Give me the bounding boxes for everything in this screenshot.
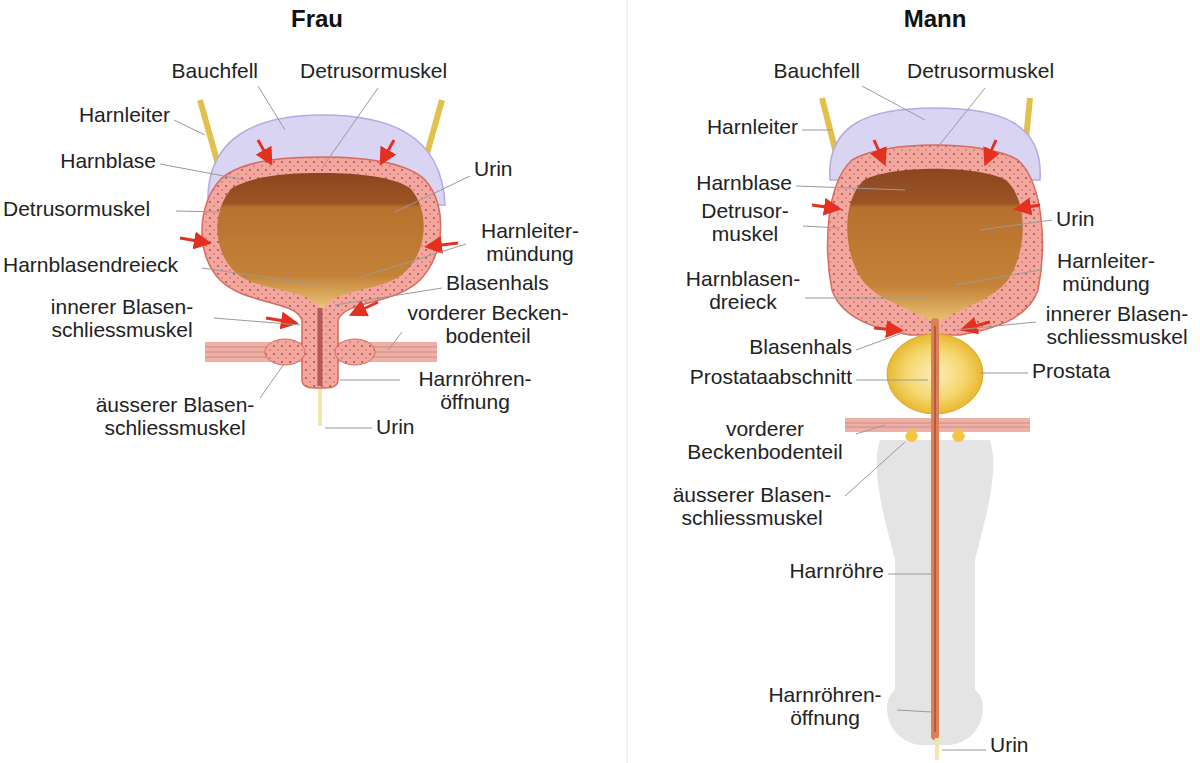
bladder-wall bbox=[828, 145, 1043, 335]
anatomy-label: äusserer Blasen- schliessmuskel bbox=[656, 484, 848, 529]
anatomy-label: Urin bbox=[376, 416, 415, 439]
anatomy-label: innerer Blasen- schliessmuskel bbox=[1038, 303, 1196, 348]
anatomy-label: vorderer Becken- bodenteil bbox=[397, 302, 579, 347]
anatomy-label: Harnleiter bbox=[707, 116, 798, 139]
anatomy-label: Blasenhals bbox=[446, 272, 549, 295]
anatomy-label: Prostataabschnitt bbox=[690, 366, 852, 389]
urine-stream bbox=[935, 738, 939, 760]
anatomy-label: Harnröhren- öffnung bbox=[755, 684, 895, 729]
anatomy-label: Detrusormuskel bbox=[300, 60, 447, 83]
anatomy-label: Detrusormuskel bbox=[3, 198, 150, 221]
anatomy-label: vorderer Beckenbodenteil bbox=[674, 418, 856, 463]
urine-stream bbox=[318, 389, 322, 426]
urethra-lumen bbox=[934, 326, 936, 732]
anatomy-label: Harnröhren- öffnung bbox=[405, 368, 545, 413]
external-sphincter bbox=[265, 339, 305, 365]
anatomy-label: Harnröhre bbox=[789, 560, 884, 583]
anatomy-label: Blasenhals bbox=[749, 336, 852, 359]
urethra bbox=[318, 308, 323, 386]
anatomy-label: Prostata bbox=[1032, 360, 1110, 383]
urine bbox=[847, 169, 1023, 325]
anatomy-label: Detrusormuskel bbox=[907, 60, 1054, 83]
urethra bbox=[931, 322, 939, 736]
anatomy-label: Harnblase bbox=[60, 150, 156, 173]
anatomy-label: Harnleiter- mündung bbox=[465, 220, 595, 265]
panel-heading: Frau bbox=[257, 6, 377, 32]
anatomy-label: Harnblasendreieck bbox=[3, 254, 178, 277]
anatomy-label: Harnleiter- mündung bbox=[1041, 250, 1171, 295]
divider-line bbox=[627, 0, 628, 763]
anatomy-label: äusserer Blasen- schliessmuskel bbox=[79, 394, 271, 439]
pressure-arrows bbox=[180, 140, 458, 322]
urine bbox=[217, 173, 423, 310]
anatomy-label: Urin bbox=[990, 734, 1029, 757]
female-bladder bbox=[180, 100, 458, 426]
anatomy-label: Harnblase bbox=[696, 172, 792, 195]
bladder-wall bbox=[202, 157, 441, 388]
external-sphincter bbox=[905, 429, 918, 443]
panel-heading: Mann bbox=[875, 6, 995, 32]
leader-lines bbox=[160, 86, 1052, 750]
anatomy-label: Urin bbox=[474, 158, 513, 181]
external-sphincter bbox=[335, 339, 375, 365]
anatomy-label: Harnblasen- dreieck bbox=[683, 268, 803, 313]
anatomy-label: Urin bbox=[1056, 208, 1095, 231]
external-sphincter bbox=[952, 429, 965, 443]
anatomy-label: Bauchfell bbox=[172, 60, 258, 83]
male-bladder bbox=[812, 98, 1042, 760]
anatomy-label: Bauchfell bbox=[774, 60, 860, 83]
anatomy-label: innerer Blasen- schliessmuskel bbox=[33, 296, 211, 341]
anatomy-label: Harnleiter bbox=[79, 104, 170, 127]
pressure-arrows bbox=[812, 140, 1040, 330]
anatomy-label: Detrusor- muskel bbox=[689, 200, 801, 245]
